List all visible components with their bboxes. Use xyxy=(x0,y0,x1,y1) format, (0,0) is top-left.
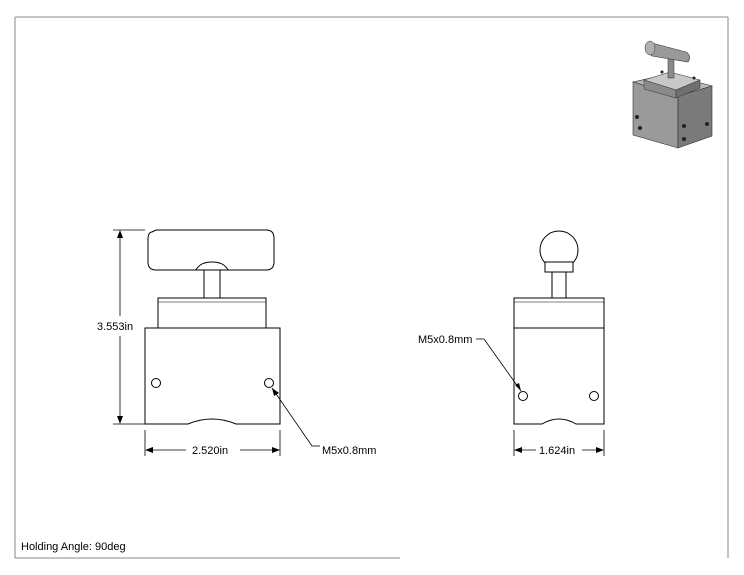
isometric-thumbnail xyxy=(631,40,714,149)
side-body xyxy=(513,327,605,425)
side-hole-right xyxy=(589,391,599,401)
front-width-dimension: 2.520in xyxy=(144,430,281,457)
side-hole-callout-label: M5x0.8mm xyxy=(418,334,472,346)
front-hole-left xyxy=(151,378,161,388)
front-hole-right xyxy=(264,378,274,388)
front-hole-callout-label: M5x0.8mm xyxy=(322,445,376,457)
side-width-dimension-label: 1.624in xyxy=(539,445,575,457)
width-dimension-label: 2.520in xyxy=(192,445,228,457)
side-hole-callout: M5x0.8mm xyxy=(418,334,522,392)
height-dimension-label: 3.553in xyxy=(97,321,133,333)
front-handle xyxy=(147,229,275,271)
front-height-dimension: 3.553in xyxy=(97,229,145,425)
front-view xyxy=(144,229,281,425)
holding-angle-note: Holding Angle: 90deg xyxy=(21,541,126,553)
side-view xyxy=(513,230,605,425)
sheet-border xyxy=(14,16,729,559)
side-hole-left xyxy=(518,391,528,401)
front-body xyxy=(144,327,281,425)
side-width-dimension: 1.624in xyxy=(513,430,605,457)
front-hole-callout: M5x0.8mm xyxy=(271,387,376,457)
